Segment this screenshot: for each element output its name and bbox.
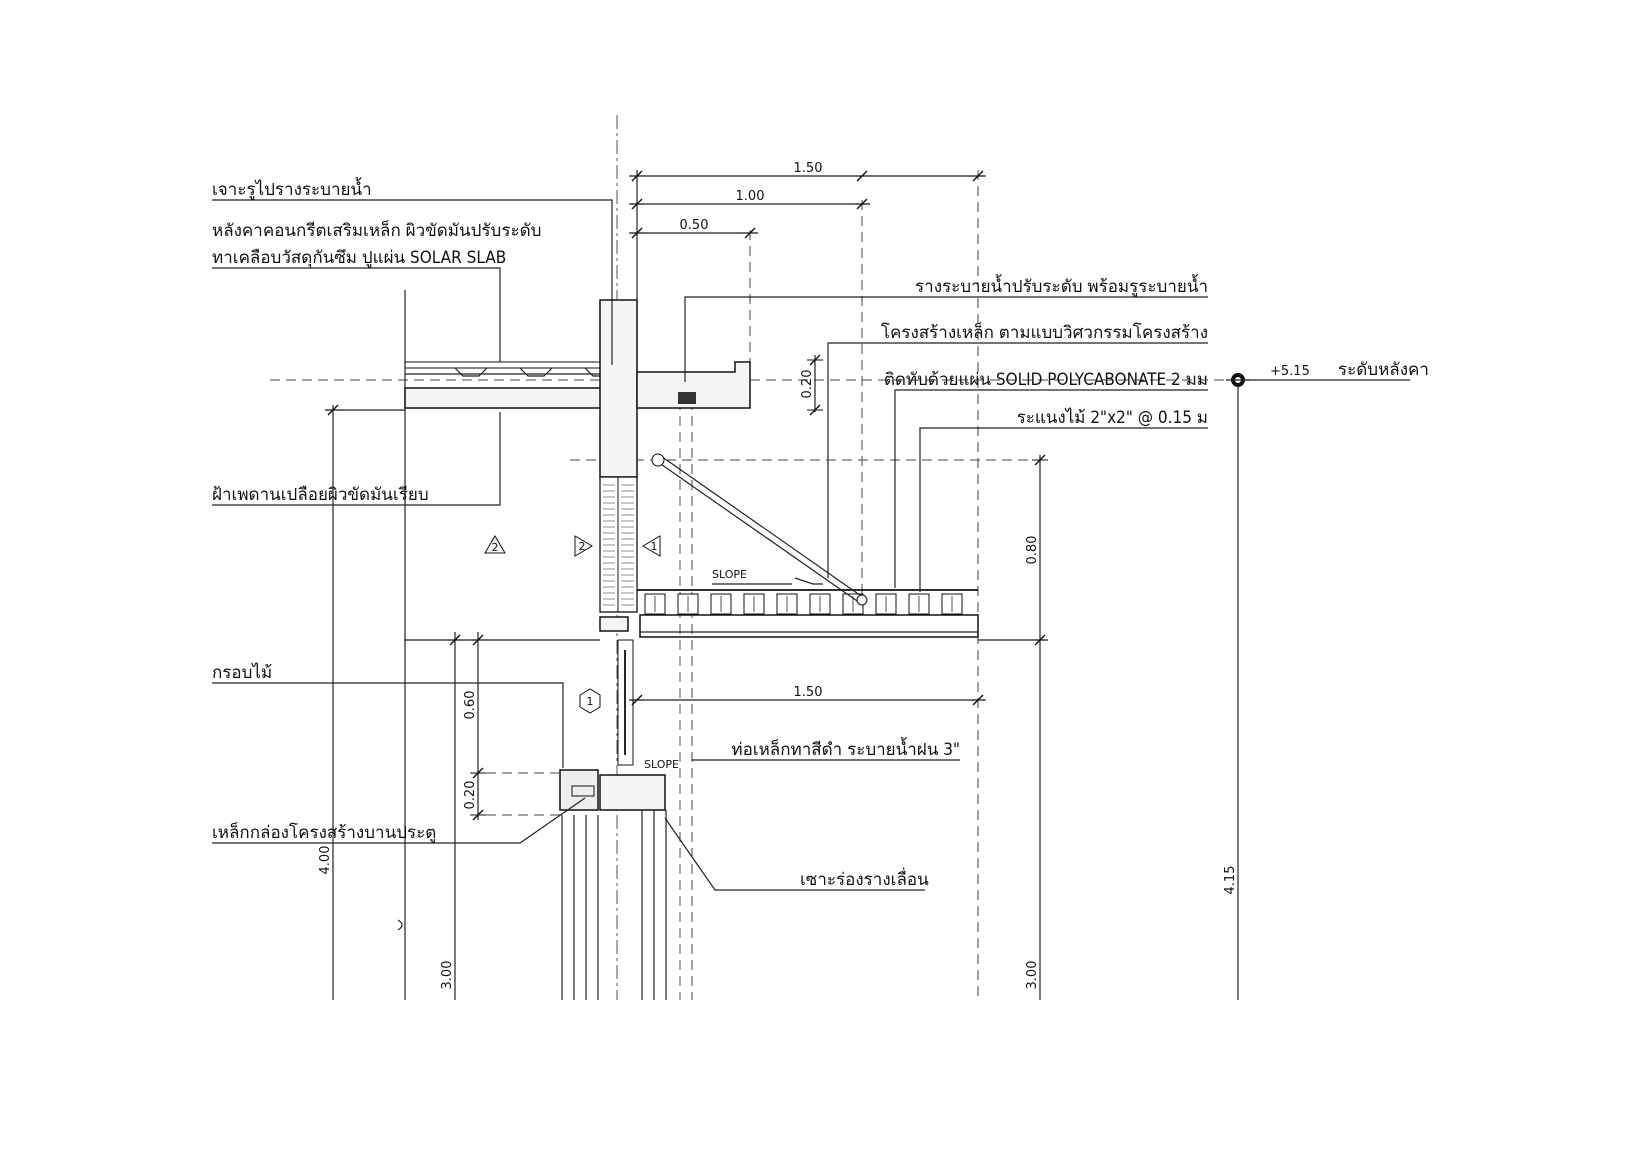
canopy xyxy=(637,453,979,638)
section-marker-icon xyxy=(484,535,661,714)
label-ceiling: ฝ้าเพดานเปลือยผิวขัดมันเรียบ xyxy=(212,485,429,505)
label-roof-slab: ทาเคลือบวัสดุกันซึม ปูแผ่น SOLAR SLAB xyxy=(212,248,506,268)
label-sliding-groove: เซาะร่องรางเลื่อน xyxy=(800,867,929,890)
label-steel-box: เหล็กกล่องโครงสร้างบานประตู xyxy=(212,821,436,843)
dim-text: 3.00 xyxy=(440,961,455,990)
louvre-wall xyxy=(599,476,638,632)
label-wood-frame: กรอบไม้ xyxy=(212,662,272,683)
label-drain-hole: เจาะรูไปรางระบายน้ำ xyxy=(212,177,372,200)
slope-label: SLOPE xyxy=(644,758,679,771)
level-marker-icon xyxy=(1226,373,1250,387)
slope-arrow xyxy=(712,577,823,585)
label-wood-slats: ระแนงไม้ 2"x2" @ 0.15 ม xyxy=(1017,407,1208,428)
dim-text: 3.00 xyxy=(1025,961,1040,990)
dim-text: 4.00 xyxy=(318,846,333,875)
level-label: ระดับหลังคา xyxy=(1338,360,1429,380)
leader-lines xyxy=(212,199,1208,891)
window-door xyxy=(559,639,667,1000)
marker-text: 2 xyxy=(492,541,499,554)
break-mark xyxy=(397,919,403,931)
label-roof-slab: หลังคาคอนกรีตเสริมเหล็ก ผิวขัดมันปรับระด… xyxy=(212,219,541,241)
label-steel-structure: โครงสร้างเหล็ก ตามแบบวิศวกรรมโครงสร้าง xyxy=(881,321,1208,343)
dim-text: 0.50 xyxy=(680,218,709,233)
marker-text: 2 xyxy=(579,540,586,553)
marker-text: 1 xyxy=(587,695,594,708)
dim-text: 0.80 xyxy=(1025,536,1040,565)
roof-slab xyxy=(404,299,751,478)
dim-text: 1.50 xyxy=(794,685,823,700)
slope-label: SLOPE xyxy=(712,568,747,581)
dim-text: 0.20 xyxy=(800,370,815,399)
dim-text: 0.20 xyxy=(463,781,478,810)
level-value: +5.15 xyxy=(1270,364,1310,379)
dim-text: 4.15 xyxy=(1223,866,1238,895)
dimension-ticks xyxy=(325,170,1048,821)
label-downpipe: ท่อเหล็กทาสีดำ ระบายน้ำฝน 3" xyxy=(731,737,960,760)
label-gutter: รางระบายน้ำปรับระดับ พร้อมรูระบายน้ำ xyxy=(915,274,1208,297)
marker-text: 1 xyxy=(651,540,658,553)
dim-text: 1.50 xyxy=(794,161,823,176)
dim-text: 1.00 xyxy=(736,189,765,204)
label-polycarbonate: ติดทับด้วยแผ่น SOLID POLYCABONATE 2 มม xyxy=(884,370,1208,390)
dim-text: 0.60 xyxy=(463,691,478,720)
